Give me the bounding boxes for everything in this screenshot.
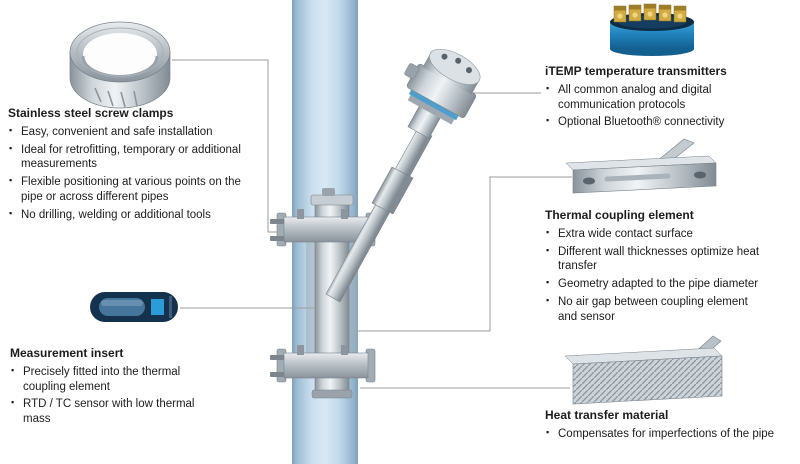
callout-list-heat-transfer: Compensates for imperfections of the pip… (545, 427, 800, 442)
callout-screw-clamps: Stainless steel screw clamps Easy, conve… (8, 106, 260, 225)
callout-title-measurement-insert: Measurement insert (10, 346, 124, 360)
callout-title-transmitters: iTEMP temperature transmitters (545, 64, 727, 78)
bullet-item: Flexible positioning at various points o… (8, 175, 260, 204)
callout-list-screw-clamps: Easy, convenient and safe installationId… (8, 125, 260, 222)
measurement-insert-illustration (90, 292, 178, 322)
leader-line-thermal-coupling (356, 176, 572, 332)
callout-title-heat-transfer: Heat transfer material (545, 408, 669, 422)
heat-transfer-illustration (564, 335, 723, 405)
screw-clamp-illustration (69, 21, 171, 109)
pipe-clamp-bottom (270, 345, 376, 383)
bullet-item: Precisely fitted into the thermal coupli… (10, 365, 222, 394)
bullet-item: All common analog and digital communicat… (545, 83, 771, 112)
bullet-item: Geometry adapted to the pipe diameter (545, 277, 767, 292)
union-nut (371, 166, 414, 215)
thermal-coupling-illustration (565, 138, 717, 194)
bullet-item: RTD / TC sensor with low thermal mass (10, 397, 222, 426)
callout-list-measurement-insert: Precisely fitted into the thermal coupli… (10, 365, 222, 427)
callout-heat-transfer: Heat transfer material Compensates for i… (545, 408, 800, 445)
callout-transmitters: iTEMP temperature transmitters All commo… (545, 64, 771, 133)
bullet-item: Optional Bluetooth® connectivity (545, 115, 771, 130)
bullet-item: Extra wide contact surface (545, 227, 767, 242)
itemp-transmitter-illustration (610, 3, 694, 56)
callout-list-transmitters: All common analog and digital communicat… (545, 83, 771, 130)
callout-title-screw-clamps: Stainless steel screw clamps (8, 106, 174, 120)
bullet-item: Compensates for imperfections of the pip… (545, 427, 800, 442)
bullet-item: Ideal for retrofitting, temporary or add… (8, 143, 260, 172)
sensor-assembly-graphic (270, 48, 481, 399)
bullet-item: No air gap between coupling element and … (545, 295, 767, 324)
leader-lines (172, 59, 572, 389)
bullet-item: No drilling, welding or additional tools (8, 208, 260, 223)
bullet-item: Different wall thicknesses optimize heat… (545, 245, 767, 274)
callout-title-thermal-coupling: Thermal coupling element (545, 208, 694, 222)
bullet-item: Easy, convenient and safe installation (8, 125, 260, 140)
leader-line-screw-clamps (172, 59, 280, 233)
callout-thermal-coupling: Thermal coupling element Extra wide cont… (545, 208, 767, 327)
callout-list-thermal-coupling: Extra wide contact surfaceDifferent wall… (545, 227, 767, 324)
callout-measurement-insert: Measurement insert Precisely fitted into… (10, 346, 222, 430)
sensor-head (404, 48, 481, 139)
